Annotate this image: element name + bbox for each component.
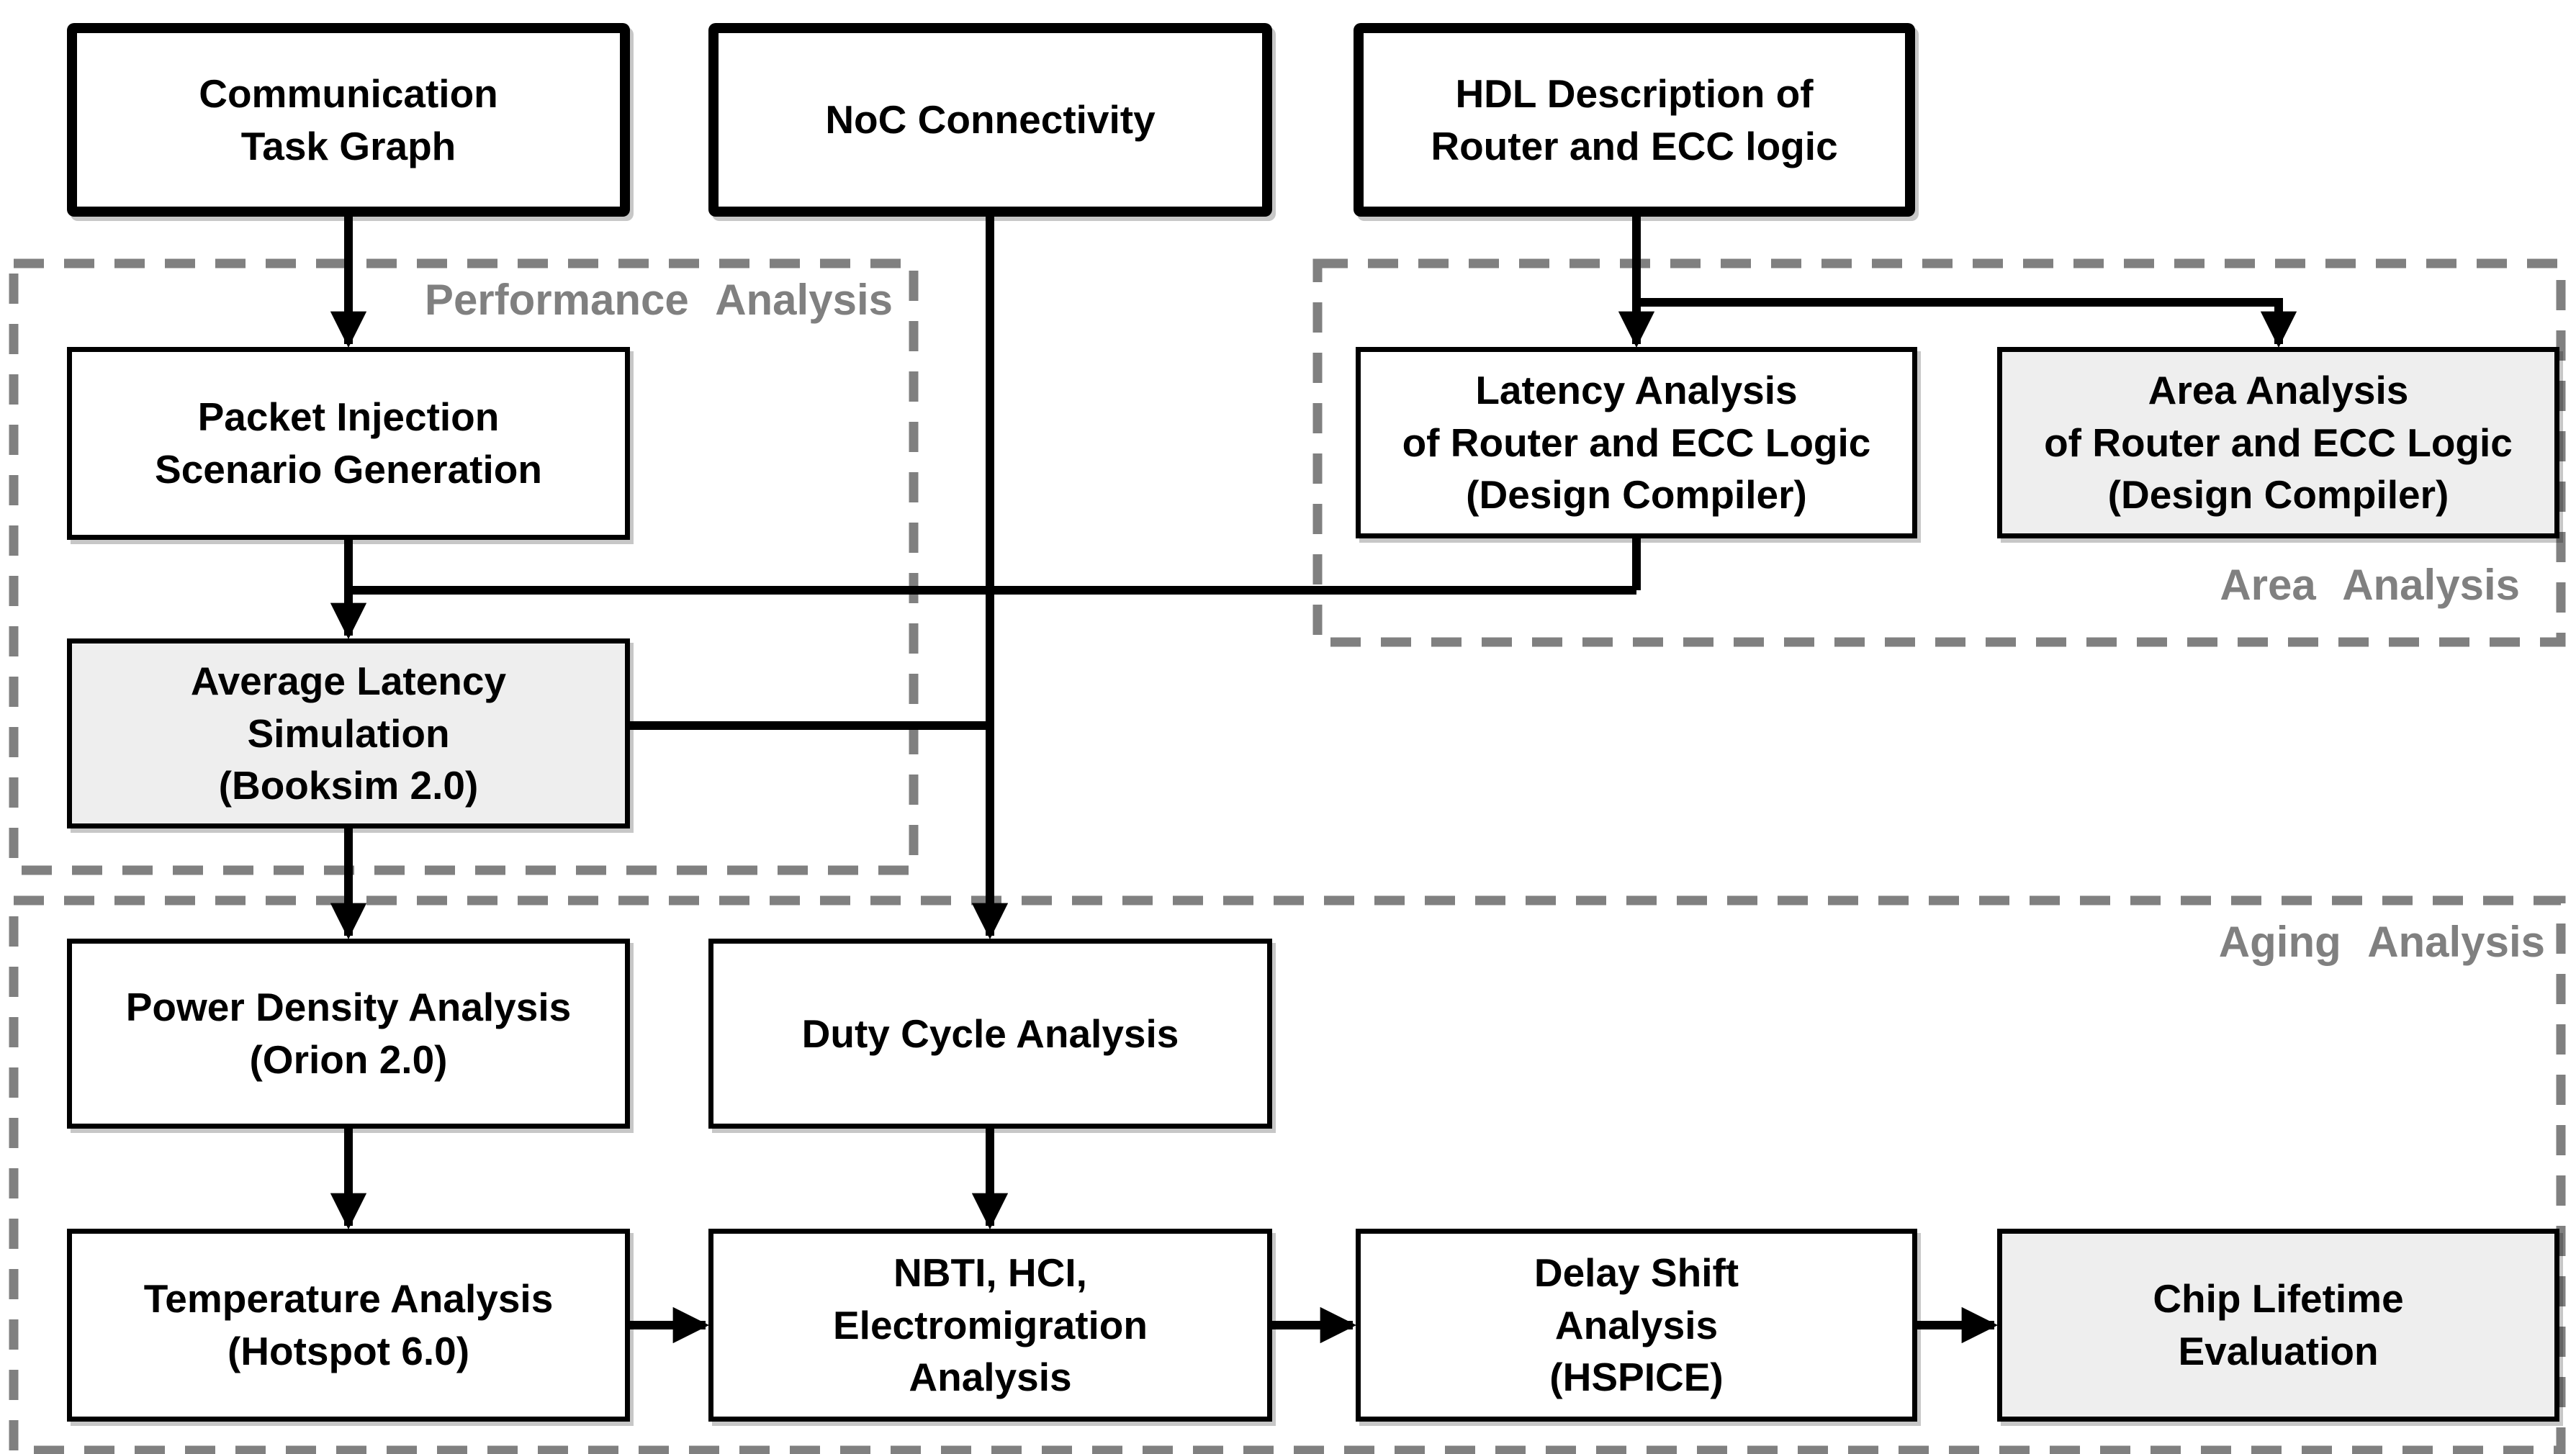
node-power-density-analysis: Power Density Analysis (Orion 2.0) [67,939,630,1129]
node-noc-connectivity: NoC Connectivity [708,23,1272,217]
edge-hdl-to-area [1636,298,2297,348]
node-hdl-description: HDL Description of Router and ECC logic [1354,23,1915,217]
aging-analysis-region-border [9,895,2566,1454]
node-nbti-hci-electromigration-analysis: NBTI, HCI, Electromigration Analysis [708,1229,1272,1422]
aging-analysis-region-label: Aging Analysis [2218,918,2545,966]
node-delay-shift-analysis: Delay Shift Analysis (HSPICE) [1356,1229,1917,1422]
node-communication-task-graph: Communication Task Graph [67,23,630,217]
node-chip-lifetime-evaluation: Chip Lifetime Evaluation [1997,1229,2559,1422]
node-latency-analysis: Latency Analysis of Router and ECC Logic… [1356,347,1917,538]
node-average-latency-simulation: Average Latency Simulation (Booksim 2.0) [67,638,630,828]
performance-analysis-region-label: Performance Analysis [424,276,893,324]
node-packet-injection-scenario-generation: Packet Injection Scenario Generation [67,347,630,540]
node-duty-cycle-analysis: Duty Cycle Analysis [708,939,1272,1129]
area-analysis-region-border [1312,258,2566,647]
node-temperature-analysis: Temperature Analysis (Hotspot 6.0) [67,1229,630,1422]
area-analysis-region-label: Area Analysis [2220,561,2520,609]
node-area-analysis: Area Analysis of Router and ECC Logic (D… [1997,347,2559,538]
